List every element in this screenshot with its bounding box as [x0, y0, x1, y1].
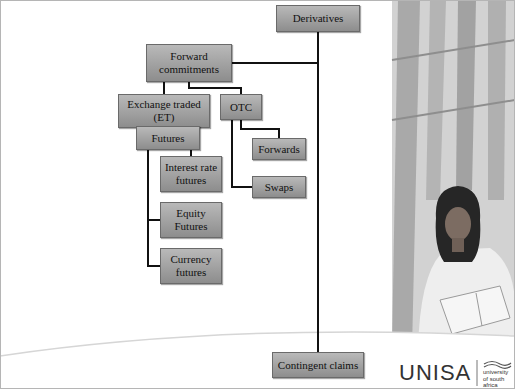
connector-line [241, 120, 279, 138]
box-label: Futures [152, 132, 185, 145]
category-box: Currency futures [160, 248, 222, 284]
category-box: Interest rate futures [160, 156, 222, 192]
building-edge [392, 40, 515, 60]
box-label: Interest rate futures [164, 161, 218, 187]
connector-line [317, 32, 319, 352]
book [440, 286, 510, 334]
box-label: Currency futures [164, 253, 218, 279]
logo-wave [484, 365, 511, 369]
box-label: Forwards [258, 143, 300, 156]
connector-line [163, 82, 165, 94]
category-box: Exchange traded (ET) [118, 94, 210, 128]
building-photo [392, 0, 515, 350]
category-box: Derivatives [276, 5, 360, 32]
building-stripe [456, 0, 476, 190]
swoosh-line [0, 332, 515, 356]
category-box: Forward commitments [146, 44, 232, 82]
woman-neck [452, 238, 464, 252]
woman-hair [436, 186, 481, 262]
connector-line [232, 32, 318, 63]
building-edge [392, 100, 515, 120]
connector-line [148, 150, 160, 266]
connector-line [232, 120, 252, 187]
category-box: Equity Futures [160, 202, 222, 238]
box-label: Exchange traded (ET) [122, 98, 206, 124]
slide-swoosh [0, 332, 515, 389]
logo-divider [477, 360, 478, 386]
box-label: Equity Futures [164, 207, 218, 233]
category-box: Swaps [252, 176, 306, 198]
building-stripe [426, 0, 446, 200]
book-spine [476, 293, 482, 326]
connector-line [148, 150, 160, 220]
connector-line [189, 82, 241, 94]
logo-wordmark: UNISA [399, 360, 475, 386]
building-stripe [488, 0, 506, 200]
category-box: Futures [136, 126, 200, 150]
box-label: Derivatives [293, 12, 344, 25]
woman-face [445, 207, 471, 241]
box-label: Forward commitments [150, 50, 228, 76]
category-box: OTC [220, 94, 262, 120]
building-stripe [392, 0, 420, 350]
category-box: Contingent claims [272, 352, 364, 378]
logo-tagline: university of south africa [483, 369, 513, 389]
box-label: OTC [230, 101, 252, 114]
box-label: Contingent claims [278, 359, 358, 372]
box-label: Swaps [265, 181, 294, 194]
category-box: Forwards [252, 138, 306, 160]
